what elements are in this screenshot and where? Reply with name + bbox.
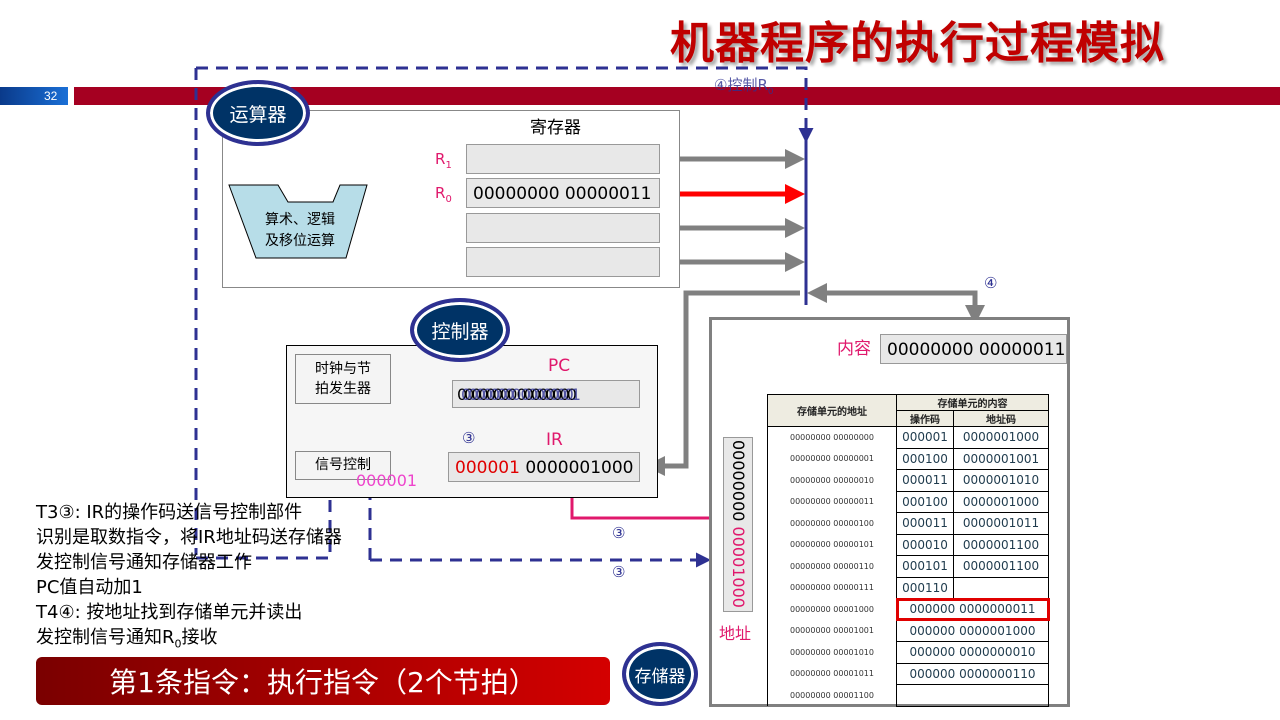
header-addrcode: 地址码 bbox=[953, 410, 1049, 427]
header-bar bbox=[74, 87, 1280, 105]
memory-address-cell: 00000000 00000101 bbox=[767, 534, 897, 556]
ir-label: IR bbox=[546, 430, 563, 450]
header-opcode: 操作码 bbox=[896, 410, 954, 427]
pc-register: 00000000 00000000 00000000 00000001 bbox=[452, 380, 640, 408]
alu-unit bbox=[228, 184, 368, 259]
memory-addrcode-cell: 0000001001 bbox=[953, 447, 1049, 470]
memory-address-cell: 00000000 00001010 bbox=[767, 641, 897, 663]
opcode-to-signal: 000001 bbox=[356, 471, 418, 490]
r1-label: R1 bbox=[435, 150, 452, 171]
step3-control-marker: ③ bbox=[612, 563, 626, 581]
note-line: 识别是取数指令，将IR地址码送存储器 bbox=[36, 527, 342, 548]
memory-address-cell: 00000000 00001011 bbox=[767, 663, 897, 685]
register-r1 bbox=[466, 144, 660, 174]
memory-address-label: 地址 bbox=[719, 624, 752, 643]
register-r2 bbox=[466, 213, 660, 243]
note-line: PC值自动加1 bbox=[36, 577, 143, 598]
step4-marker: ④ bbox=[984, 274, 998, 292]
memory-address-cell: 00000000 00000011 bbox=[767, 491, 897, 513]
memory-data-cell: 000000 0000001000 bbox=[896, 619, 1049, 642]
memory-address-cell: 00000000 00001001 bbox=[767, 620, 897, 642]
memory-addrcode-cell: 0000001000 bbox=[953, 426, 1049, 449]
r0-label: R0 bbox=[435, 184, 452, 205]
memory-address-register: 00000000 00001000 bbox=[723, 437, 753, 612]
memory-opcode-cell: 000010 bbox=[896, 533, 954, 556]
memory-table: 存储单元的地址 存储单元的内容 操作码 地址码 00000000 0000000… bbox=[767, 394, 1050, 707]
memory-content-label: 内容 bbox=[837, 339, 871, 359]
slide-title: 机器程序的执行过程模拟 bbox=[670, 18, 1165, 69]
memory-badge: 存储器 bbox=[622, 642, 698, 706]
memory-opcode-cell: 000100 bbox=[896, 447, 954, 470]
memory-address-cell: 00000000 00000100 bbox=[767, 512, 897, 534]
register-r3 bbox=[466, 247, 660, 277]
control-r0-annotation: ④控制R0 bbox=[714, 76, 774, 97]
memory-addrcode-cell: 0000001100 bbox=[953, 533, 1049, 556]
instruction-banner: 第1条指令：执行指令（2个节拍） bbox=[36, 657, 610, 705]
memory-opcode-cell: 000011 bbox=[896, 469, 954, 492]
bus-to-ir-arrow bbox=[645, 290, 800, 476]
step3-address-marker: ③ bbox=[612, 524, 626, 542]
step-notes: T3③: IR的操作码送信号控制部件 识别是取数指令，将IR地址码送存储器 发控… bbox=[36, 500, 342, 657]
memory-content-register: 00000000 00000011 bbox=[880, 334, 1067, 364]
memory-addrcode-cell: 0000001100 bbox=[953, 555, 1049, 578]
memory-data-cell: 000000 0000000011 bbox=[895, 597, 1050, 621]
memory-to-bus-arrow bbox=[807, 283, 978, 320]
memory-address-cell: 00000000 00001100 bbox=[767, 684, 897, 706]
header-content: 存储单元的内容 bbox=[896, 394, 1049, 411]
memory-address-cell: 00000000 00000110 bbox=[767, 555, 897, 577]
memory-address-cell: 00000000 00000000 bbox=[767, 426, 897, 448]
memory-address-cell: 00000000 00001000 bbox=[767, 598, 897, 620]
memory-address-cell: 00000000 00000111 bbox=[767, 577, 897, 599]
memory-address-cell: 00000000 00000001 bbox=[767, 448, 897, 470]
memory-addrcode-cell bbox=[953, 576, 1049, 599]
control-line-loop bbox=[196, 480, 332, 560]
memory-opcode-cell: 000011 bbox=[896, 512, 954, 535]
step3-pc-marker: ③ bbox=[462, 429, 476, 447]
note-line: T3③: IR的操作码送信号控制部件 bbox=[36, 502, 303, 523]
memory-opcode-cell: 000100 bbox=[896, 490, 954, 513]
memory-row: 00000000 00001100 bbox=[767, 684, 1049, 707]
controller-badge: 控制器 bbox=[410, 298, 510, 362]
memory-data-cell bbox=[896, 684, 1049, 707]
note-line: 发控制信号通知存储器工作 bbox=[36, 552, 252, 573]
clock-generator: 时钟与节 拍发生器 bbox=[295, 354, 391, 404]
page-number: 32 bbox=[44, 89, 58, 103]
pc-label: PC bbox=[548, 356, 571, 376]
header-address: 存储单元的地址 bbox=[767, 394, 897, 427]
memory-data-cell: 000000 0000000110 bbox=[896, 662, 1049, 685]
memory-opcode-cell: 000001 bbox=[896, 426, 954, 449]
memory-addrcode-cell: 0000001010 bbox=[953, 469, 1049, 492]
register-r0: 00000000 00000011 bbox=[466, 178, 660, 208]
registers-title: 寄存器 bbox=[530, 118, 581, 138]
register-bus-arrows bbox=[653, 149, 805, 272]
alu-label: 算术、逻辑 及移位运算 bbox=[265, 212, 335, 249]
memory-data-cell: 000000 0000000010 bbox=[896, 641, 1049, 664]
memory-addrcode-cell: 0000001000 bbox=[953, 490, 1049, 513]
memory-addrcode-cell: 0000001011 bbox=[953, 512, 1049, 535]
note-line: 发控制信号通知R0接收 bbox=[36, 627, 218, 651]
memory-opcode-cell: 000101 bbox=[896, 555, 954, 578]
page-number-bar bbox=[0, 87, 68, 105]
memory-address-cell: 00000000 00000010 bbox=[767, 469, 897, 491]
ir-register: 000001 0000001000 bbox=[448, 452, 640, 482]
signal-control-unit: 信号控制 bbox=[295, 451, 391, 480]
memory-opcode-cell: 000110 bbox=[896, 576, 954, 599]
alu-badge: 运算器 bbox=[206, 80, 310, 146]
control-line-r0 bbox=[194, 66, 814, 555]
note-line: T4④: 按地址找到存储单元并读出 bbox=[36, 602, 303, 623]
